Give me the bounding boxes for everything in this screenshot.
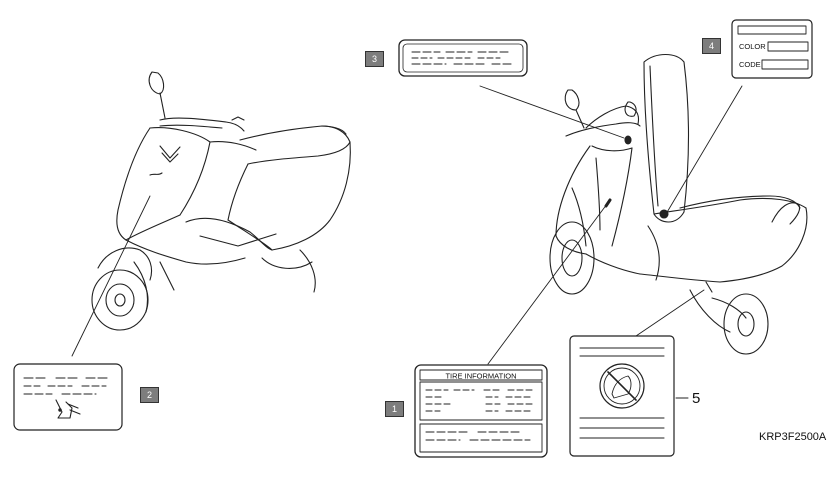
leader-line-2	[71, 195, 151, 357]
left-scooter	[91, 71, 351, 331]
label-3-card	[398, 39, 528, 77]
leader-line-3	[479, 85, 625, 139]
leader-line-1	[487, 199, 611, 365]
callout-1: 1	[385, 401, 404, 417]
leader-line-5	[635, 289, 705, 337]
callout-3: 3	[365, 51, 384, 67]
color-field-label: COLOR	[739, 42, 766, 51]
prohibition-icon	[599, 363, 645, 409]
callout-5: 5	[692, 390, 701, 407]
code-field-label: CODE	[739, 60, 761, 69]
callout-4: 4	[702, 38, 721, 54]
leader-line-4	[665, 85, 743, 215]
label-1-card	[414, 364, 548, 458]
callout-2: 2	[140, 387, 159, 403]
right-scooter	[549, 53, 808, 355]
label-5-card	[569, 335, 675, 457]
figure-code: KRP3F2500A	[759, 431, 827, 443]
tire-label-title: TIRE INFORMATION	[445, 372, 516, 381]
label-4-card	[731, 19, 813, 79]
label-2-card	[13, 363, 123, 431]
